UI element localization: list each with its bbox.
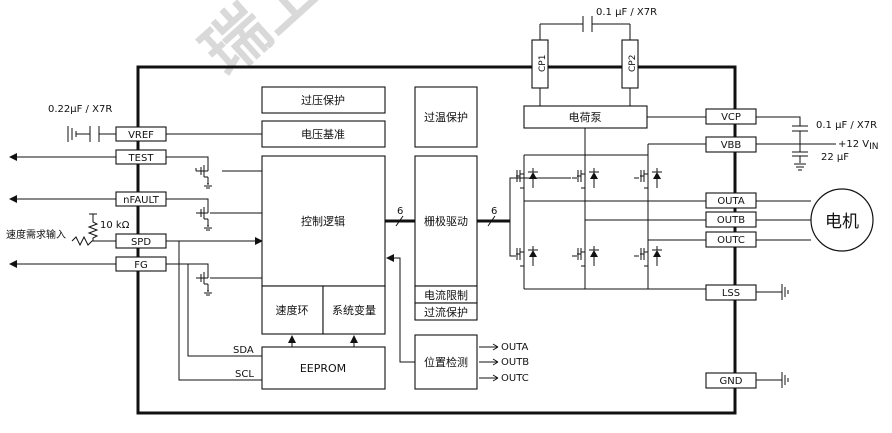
position-block xyxy=(414,334,478,390)
cp-wires xyxy=(539,88,631,106)
gnd-pin-label: GND xyxy=(720,376,743,387)
position-inputs xyxy=(479,346,498,379)
pos-arrow-b xyxy=(492,358,499,366)
phase-legs xyxy=(523,188,649,246)
fet-al xyxy=(515,245,539,267)
ovp-label: 过压保护 xyxy=(301,93,345,107)
nfault-pin-label: nFAULT xyxy=(123,195,160,206)
pos-input-c: OUTC xyxy=(501,373,529,384)
vref-block xyxy=(261,120,386,148)
speed-input-label: 速度需求输入 xyxy=(6,228,66,241)
outc-pin-label: OUTC xyxy=(717,235,745,246)
gate-fanout xyxy=(509,177,571,257)
outa-pin-label: OUTA xyxy=(717,196,745,207)
gnd-ground xyxy=(775,371,789,389)
eeprom-block xyxy=(261,346,386,390)
nfault-fet xyxy=(195,203,213,231)
vbb-cap-label: 22 µF xyxy=(821,152,849,163)
lss-pin-label: LSS xyxy=(722,288,740,299)
spd-pin-label: SPD xyxy=(131,237,151,248)
pullup-resistor xyxy=(87,214,99,241)
bus-width-right: 6 xyxy=(491,206,497,217)
gate-driver-label: 栅极驱动 xyxy=(424,214,468,228)
test-pin-label: TEST xyxy=(128,153,155,164)
otp-label: 过温保护 xyxy=(424,110,468,124)
bus-slash-right xyxy=(487,215,496,227)
vcp-pin-label: VCP xyxy=(721,112,741,123)
ovp-block xyxy=(261,86,386,114)
charge-pump-label: 电荷泵 xyxy=(569,111,602,124)
ocp-label: 过流保护 xyxy=(424,305,468,319)
bridge-rails xyxy=(524,154,706,290)
speed-loop-block xyxy=(261,285,324,335)
vbb-cap xyxy=(792,144,808,163)
test-fet-wire xyxy=(166,156,209,162)
vbb-pin-label: VBB xyxy=(721,140,742,151)
position-to-logic xyxy=(386,254,415,363)
current-limit-label: 电流限制 xyxy=(424,288,468,302)
otp-block xyxy=(414,86,478,148)
eeprom-label: EEPROM xyxy=(300,362,346,375)
resistor-label: 10 kΩ xyxy=(100,220,130,231)
fet-ch xyxy=(639,167,663,189)
sys-var-label: 系统变量 xyxy=(332,303,376,317)
gate-driver-block xyxy=(414,155,478,287)
ocp-block xyxy=(414,302,478,321)
top-cap-label: 0.1 µF / X7R xyxy=(596,7,657,18)
speed-loop-label: 速度环 xyxy=(276,303,309,317)
motor-symbol xyxy=(810,188,874,252)
sda-label: SDA xyxy=(233,345,254,356)
fg-fet-wire xyxy=(166,263,209,269)
low-side-sources xyxy=(523,266,649,289)
supply-label: +12 VIN xyxy=(838,139,879,152)
spd-resistor xyxy=(71,235,116,247)
test-fet xyxy=(195,161,213,189)
vref-cap-label: 0.22µF / X7R xyxy=(48,104,112,115)
cp2-label: CP2 xyxy=(628,55,638,72)
fg-pin-label: FG xyxy=(134,260,148,271)
bus-slash-left xyxy=(395,215,404,227)
cp1-label: CP1 xyxy=(538,55,548,72)
fet-bh xyxy=(576,167,600,189)
outb-pin-label: OUTB xyxy=(717,215,745,226)
sda-wire xyxy=(187,264,262,357)
bus-width-left: 6 xyxy=(397,206,403,217)
position-label: 位置检测 xyxy=(424,355,468,369)
scl-label: SCL xyxy=(235,369,254,380)
vref-block-label: 电压基准 xyxy=(301,128,345,141)
lss-ground xyxy=(775,283,789,301)
fg-fet xyxy=(195,268,213,296)
vref-pin-label: VREF xyxy=(128,130,154,141)
phase-outputs xyxy=(524,200,706,241)
logic-label: 控制逻辑 xyxy=(301,214,345,228)
top-cap-wires xyxy=(539,23,631,40)
nfault-fet-wire xyxy=(166,198,209,204)
vbb-ground xyxy=(794,163,806,171)
vref-ground xyxy=(67,126,77,142)
scl-wire xyxy=(178,241,262,381)
fet-bl xyxy=(576,245,600,267)
pos-arrow-a xyxy=(492,343,499,351)
bridge-supply xyxy=(584,128,706,155)
watermark-text: 瑞上 xyxy=(189,0,334,90)
sys-var-block xyxy=(322,285,386,335)
logic-block xyxy=(261,155,386,287)
motor-wires xyxy=(756,200,811,241)
pos-arrow-c xyxy=(492,374,499,382)
pos-input-b: OUTB xyxy=(501,357,529,368)
motor-label: 电机 xyxy=(825,212,859,232)
high-side-drains xyxy=(523,155,649,168)
gate-stubs xyxy=(572,177,639,257)
vcp-cap-label: 0.1 µF / X7R xyxy=(816,120,877,131)
pos-input-a: OUTA xyxy=(501,342,529,353)
fet-cl xyxy=(639,245,663,267)
top-cap-plates xyxy=(582,16,593,32)
test-gate xyxy=(195,168,262,172)
vref-cap xyxy=(76,126,116,142)
vcp-cap xyxy=(756,116,808,144)
